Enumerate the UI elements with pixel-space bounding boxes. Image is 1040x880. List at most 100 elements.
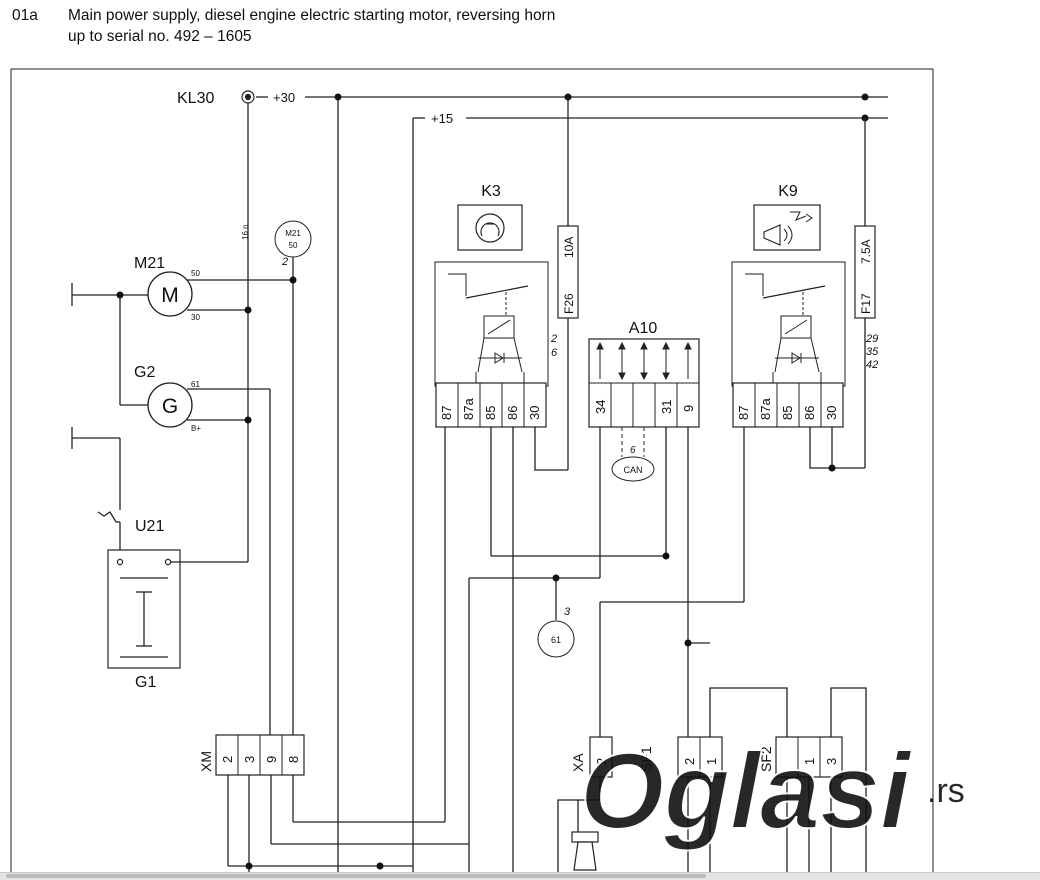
svg-text:XM: XM: [198, 751, 214, 772]
svg-text:M21: M21: [134, 255, 165, 272]
junction-dot: [334, 93, 342, 101]
battery-g1: G1: [107, 549, 181, 691]
k9-pin: 87a: [758, 398, 773, 420]
svg-text:Oglasi: Oglasi: [580, 730, 912, 851]
svg-text:29: 29: [865, 333, 878, 345]
svg-text:M: M: [161, 284, 179, 307]
svg-text:2: 2: [682, 758, 697, 765]
svg-text:50: 50: [191, 269, 200, 278]
svg-text:35: 35: [866, 346, 879, 358]
svg-text:6: 6: [551, 347, 558, 359]
junction-dot: [552, 574, 560, 582]
svg-text:2: 2: [550, 333, 557, 345]
k9-pin: 86: [802, 406, 817, 420]
svg-text:61: 61: [551, 635, 561, 645]
connector-sf2: SF2 1 3: [758, 736, 843, 778]
reference-61: 61 3: [537, 606, 575, 658]
svg-text:7.5A: 7.5A: [859, 239, 873, 264]
svg-text:M21: M21: [285, 229, 301, 238]
diagram-frame: [10, 68, 934, 872]
connector-sf1: SF1 2 1: [638, 736, 723, 778]
kl30-label: KL30: [177, 90, 214, 107]
a10-pin: 31: [659, 400, 674, 414]
document-number: 01a: [12, 7, 38, 24]
xm-pin: 3: [242, 756, 257, 763]
k3-pin: 87a: [461, 398, 476, 420]
diagram-title: Main power supply, diesel engine electri…: [68, 7, 556, 24]
svg-text:30: 30: [191, 313, 200, 322]
lower-wires: [687, 687, 867, 872]
k9-pin: 85: [780, 406, 795, 420]
svg-text:G: G: [162, 395, 178, 418]
svg-text:2: 2: [281, 256, 288, 268]
junction-dot: [244, 416, 252, 424]
svg-text:.rs: .rs: [927, 772, 965, 810]
a10-pin: 9: [681, 405, 696, 412]
k3-pin: 87: [439, 406, 454, 420]
svg-text:3: 3: [564, 606, 571, 618]
svg-text:B+: B+: [191, 424, 201, 433]
junction-dot: [289, 276, 297, 284]
svg-text:A10: A10: [629, 320, 658, 337]
fuse-f26: 10A F26: [534, 97, 579, 471]
junction-dot: [244, 306, 252, 314]
reversing-horn-icon: [753, 204, 821, 251]
wire-size-label: 16 n: [241, 224, 250, 240]
junction-dot: [376, 862, 384, 870]
reversing-horn-symbol: [571, 831, 599, 871]
svg-text:K9: K9: [778, 183, 798, 200]
k3-pin: 86: [505, 406, 520, 420]
xm-pin: 9: [264, 756, 279, 763]
u21-label: U21: [135, 518, 164, 535]
fuse-f17: 7.5A F17: [809, 118, 876, 469]
svg-text:6: 6: [630, 445, 636, 456]
svg-text:3: 3: [824, 758, 839, 765]
junction-dot: [116, 291, 124, 299]
relay-k9: K9 87 87a 85 86 30 29 35 42: [731, 183, 879, 428]
a10-arrows: [596, 341, 692, 381]
oglasi-watermark-logo: Oglasi .rs: [579, 729, 965, 852]
svg-text:XA: XA: [570, 753, 586, 772]
signal-wires: [444, 427, 745, 872]
k3-pin: 30: [527, 406, 542, 420]
starter-relay-icon: [457, 204, 523, 251]
k3-pin: 85: [483, 406, 498, 420]
svg-text:42: 42: [866, 359, 878, 371]
starter-motor-m21: M21 M 50 30: [134, 255, 200, 322]
relay-k3: K3 87 87a 85 86 30 2 6: [434, 183, 558, 428]
battery-switch-u21: [71, 427, 121, 562]
m21-reference: M21 50 2: [274, 220, 312, 268]
scrollbar-thumb[interactable]: [6, 874, 706, 878]
svg-text:SF2: SF2: [758, 746, 774, 772]
can-bus-label: CAN: [623, 465, 642, 475]
svg-text:2: 2: [594, 758, 609, 765]
kl30-terminal-icon: [241, 90, 255, 104]
harness-wires: [227, 775, 469, 872]
plus30-label: +30: [273, 90, 295, 105]
connector-xa: XA 2: [557, 736, 613, 872]
svg-text:G2: G2: [134, 364, 155, 381]
junction-dot: [828, 464, 836, 472]
motor-wiring: [71, 279, 293, 406]
diagram-subtitle: up to serial no. 492 – 1605: [68, 28, 252, 45]
connector-xm: XM 2 3 9 8: [198, 734, 305, 776]
svg-text:F26: F26: [562, 293, 576, 314]
svg-text:SF1: SF1: [638, 746, 654, 772]
svg-text:50: 50: [289, 241, 298, 250]
alternator-g2: G2 G 61 B+: [134, 364, 201, 433]
power-rails: [256, 96, 888, 872]
junction-dot: [684, 639, 692, 647]
junction-dot: [662, 552, 670, 560]
svg-text:10A: 10A: [562, 237, 576, 258]
svg-text:K3: K3: [481, 183, 501, 200]
svg-text:61: 61: [191, 380, 200, 389]
svg-text:1: 1: [704, 758, 719, 765]
svg-text:G1: G1: [135, 674, 156, 691]
controller-a10: A10 34 31 9 6 CAN: [588, 320, 700, 482]
alternator-wiring: [187, 388, 271, 735]
svg-text:1: 1: [802, 758, 817, 765]
k9-pin: 87: [736, 406, 751, 420]
xm-pin: 8: [286, 756, 301, 763]
plus15-label: +15: [431, 111, 453, 126]
